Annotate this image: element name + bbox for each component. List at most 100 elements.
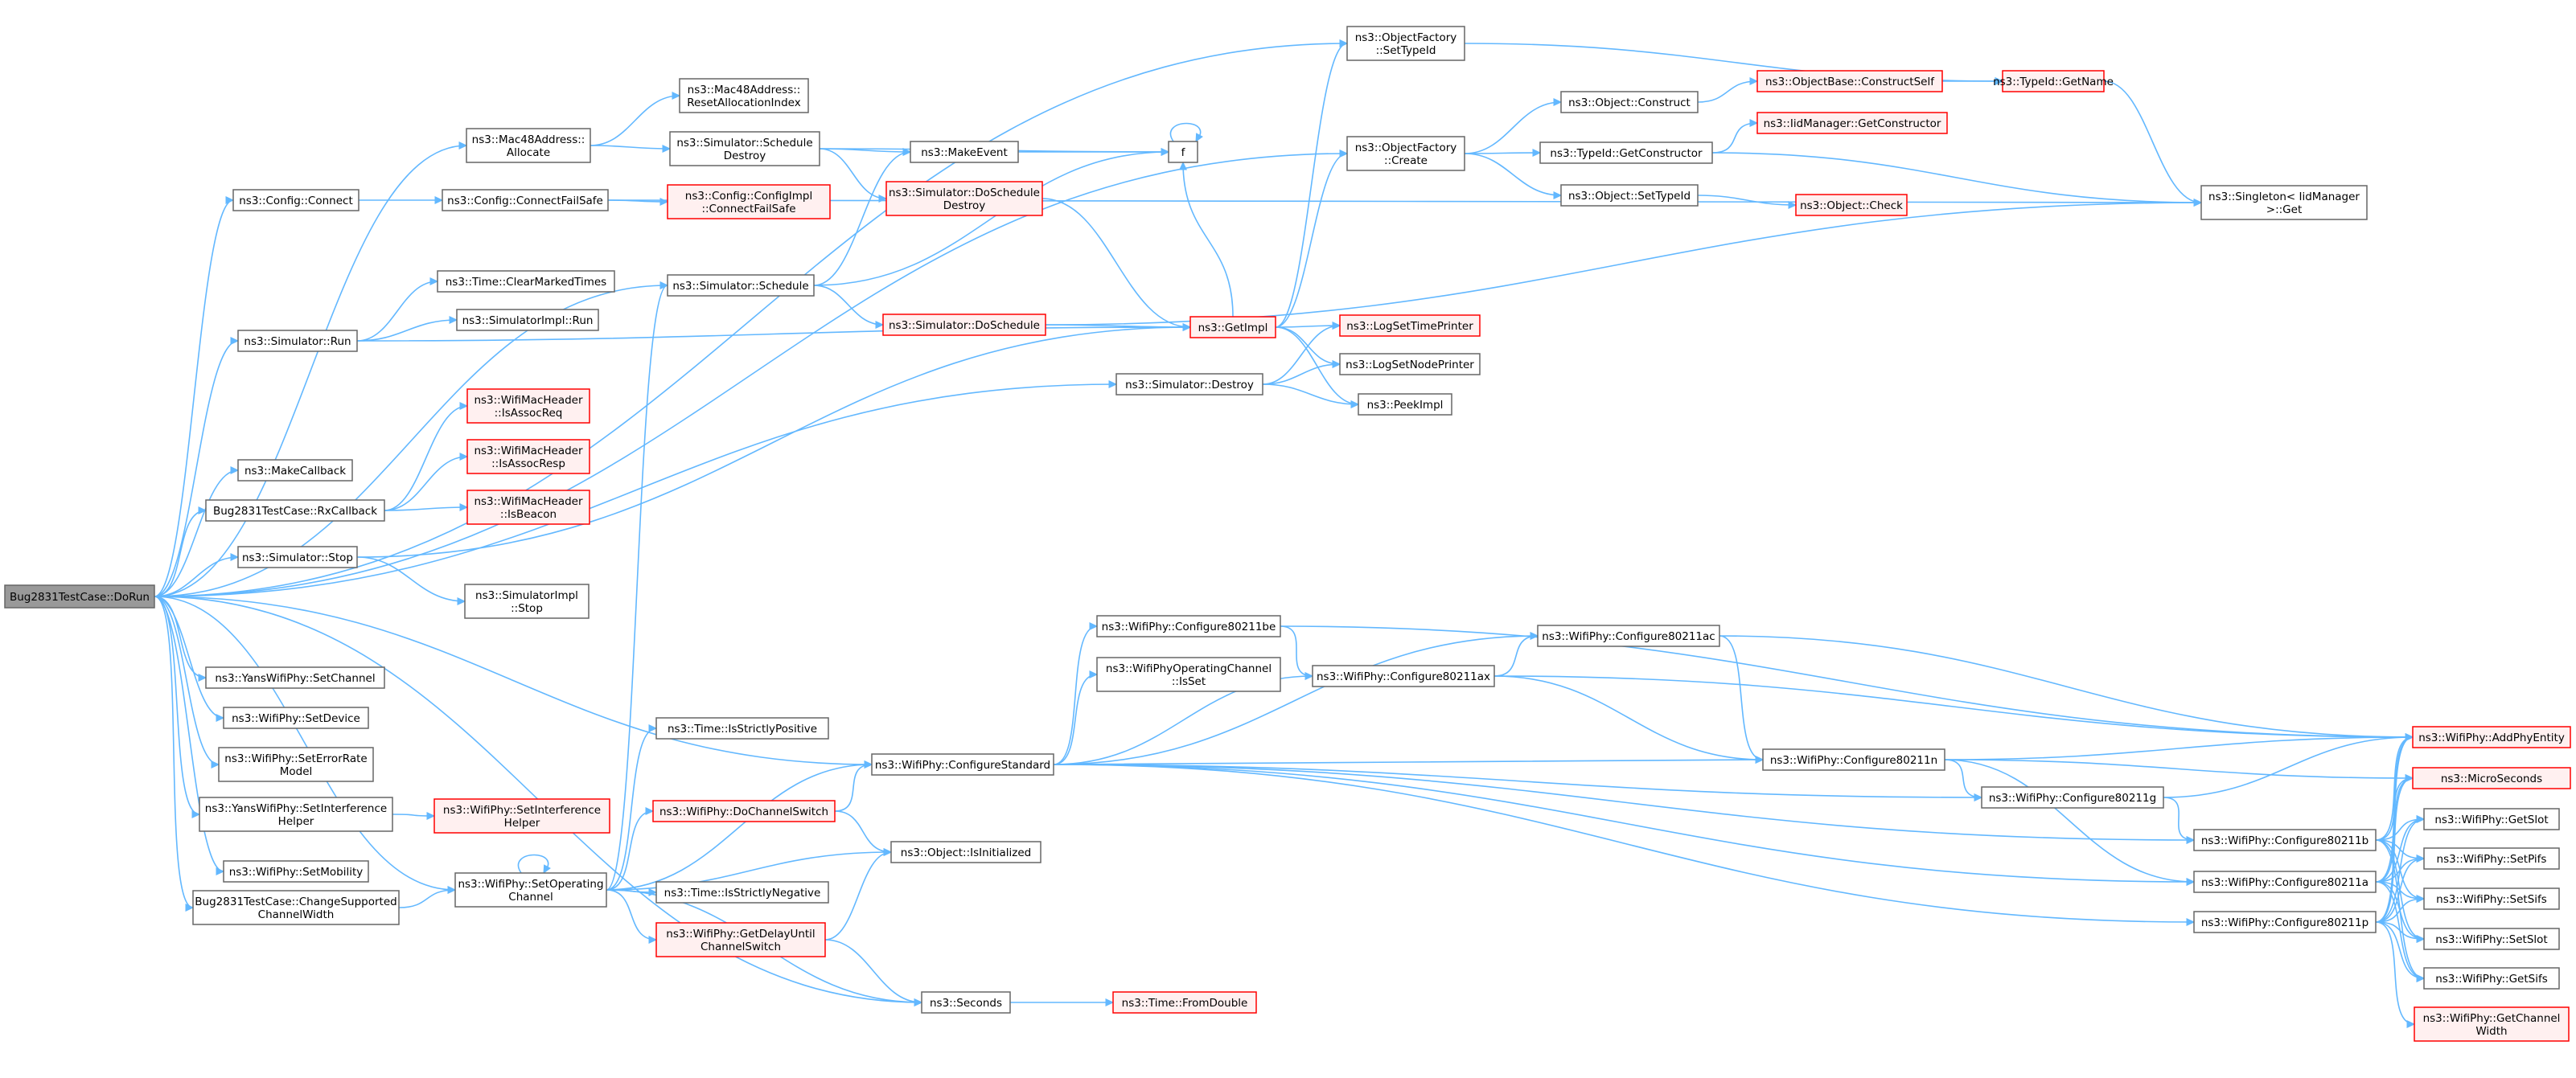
node-obj-check[interactable]: ns3::Object::Check xyxy=(1795,194,1908,216)
node-make-callback[interactable]: ns3::MakeCallback xyxy=(237,459,353,482)
node-sim-stop[interactable]: ns3::Simulator::Stop xyxy=(237,546,358,568)
node-time-clear[interactable]: ns3::Time::ClearMarkedTimes xyxy=(437,270,615,293)
node-wp-setsifs[interactable]: ns3::WifiPhy::SetSifs xyxy=(2423,887,2560,910)
node-box xyxy=(237,546,358,568)
edge-arrowhead xyxy=(1974,793,1983,801)
node-obj-construct[interactable]: ns3::Object::Construct xyxy=(1560,91,1699,113)
node-root[interactable]: Bug2831TestCase::DoRun xyxy=(4,584,155,609)
node-box xyxy=(2412,767,2571,789)
node-config-connectfailsafe[interactable]: ns3::Config::ConnectFailSafe xyxy=(442,189,609,211)
node-wp-setmobility[interactable]: ns3::WifiPhy::SetMobility xyxy=(223,860,369,883)
node-wp-getslot[interactable]: ns3::WifiPhy::GetSlot xyxy=(2423,808,2560,830)
node-wp-setpifs[interactable]: ns3::WifiPhy::SetPifs xyxy=(2423,847,2560,870)
node-label: ns3::WifiPhy::SetDevice xyxy=(232,712,360,725)
node-time-strictneg[interactable]: ns3::Time::IsStrictlyNegative xyxy=(655,881,829,904)
node-box xyxy=(1096,657,1281,692)
node-log-node[interactable]: ns3::LogSetNodePrinter xyxy=(1339,353,1481,375)
node-label: Bug2831TestCase::ChangeSupported xyxy=(195,896,396,908)
nodes-layer: Bug2831TestCase::DoRun ns3::ObjectFactory… xyxy=(4,26,2571,1042)
node-config-connect[interactable]: ns3::Config::Connect xyxy=(232,189,359,211)
node-wp-setslot[interactable]: ns3::WifiPhy::SetSlot xyxy=(2423,928,2560,950)
node-of-settypeid[interactable]: ns3::ObjectFactory::SetTypeId xyxy=(1346,26,1465,61)
node-wp-80211ax[interactable]: ns3::WifiPhy::Configure80211ax xyxy=(1312,665,1495,687)
node-seconds[interactable]: ns3::Seconds xyxy=(921,991,1011,1014)
node-sim-destroy[interactable]: ns3::Simulator::Destroy xyxy=(1115,373,1263,396)
node-simimpl-stop[interactable]: ns3::SimulatorImpl::Stop xyxy=(464,584,590,619)
node-yans-setchannel[interactable]: ns3::YansWifiPhy::SetChannel xyxy=(205,666,385,689)
node-mac48-alloc[interactable]: ns3::Mac48Address::Allocate xyxy=(466,128,591,163)
node-box xyxy=(667,184,831,219)
node-wp-getsifs[interactable]: ns3::WifiPhy::GetSifs xyxy=(2423,967,2560,990)
node-wp-80211b[interactable]: ns3::WifiPhy::Configure80211b xyxy=(2193,829,2377,851)
node-wp-80211ac[interactable]: ns3::WifiPhy::Configure80211ac xyxy=(1537,625,1720,647)
node-obj-settypeid[interactable]: ns3::Object::SetTypeId xyxy=(1560,184,1699,207)
call-edge xyxy=(1053,635,1539,765)
node-label: ns3::YansWifiPhy::SetChannel xyxy=(215,672,375,685)
node-sim-dosched[interactable]: ns3::Simulator::DoSchedule xyxy=(882,314,1046,336)
edge-arrowhead xyxy=(185,904,195,912)
call-edge xyxy=(384,506,468,511)
call-edge xyxy=(2163,797,2195,841)
node-wp-microsec[interactable]: ns3::MicroSeconds xyxy=(2412,767,2571,789)
node-wmh-assocreq[interactable]: ns3::WifiMacHeader::IsAssocReq xyxy=(466,388,590,424)
node-simimpl-run[interactable]: ns3::SimulatorImpl::Run xyxy=(456,309,599,331)
node-iid-getctor[interactable]: ns3::IidManager::GetConstructor xyxy=(1756,112,1948,134)
edge-arrowhead xyxy=(198,674,207,682)
call-edge xyxy=(2163,736,2414,798)
node-change-chwidth[interactable]: Bug2831TestCase::ChangeSupportedChannelW… xyxy=(192,890,400,925)
call-edge xyxy=(392,814,435,817)
node-wp-dochsw[interactable]: ns3::WifiPhy::DoChannelSwitch xyxy=(652,800,836,822)
node-label: ChannelWidth xyxy=(258,908,335,921)
node-wmh-beacon[interactable]: ns3::WifiMacHeader::IsBeacon xyxy=(466,490,590,525)
node-wp-80211be[interactable]: ns3::WifiPhy::Configure80211be xyxy=(1096,615,1281,637)
node-label: ns3::ObjectBase::ConstructSelf xyxy=(1765,76,1935,88)
edge-arrowhead xyxy=(659,281,669,289)
node-f[interactable]: f xyxy=(1168,141,1198,163)
node-peekimpl[interactable]: ns3::PeekImpl xyxy=(1358,393,1452,416)
call-edge xyxy=(1944,759,2195,883)
node-mac48-reset[interactable]: ns3::Mac48Address::ResetAllocationIndex xyxy=(679,78,809,113)
node-wmh-assocresp[interactable]: ns3::WifiMacHeader::IsAssocResp xyxy=(466,439,590,474)
node-label: ns3::WifiPhy::Configure80211ax xyxy=(1317,670,1490,683)
node-rx-callback[interactable]: Bug2831TestCase::RxCallback xyxy=(205,499,385,522)
node-box xyxy=(871,753,1054,776)
node-wp-80211a[interactable]: ns3::WifiPhy::Configure80211a xyxy=(2193,871,2377,893)
node-label: ns3::WifiPhy::SetErrorRate xyxy=(224,752,367,765)
node-wp-80211n[interactable]: ns3::WifiPhy::Configure80211n xyxy=(1762,748,1945,771)
edge-arrowhead xyxy=(2416,855,2426,863)
node-wp-setdevice[interactable]: ns3::WifiPhy::SetDevice xyxy=(223,707,369,729)
node-configimpl-cfs[interactable]: ns3::Config::ConfigImpl::ConnectFailSafe xyxy=(667,184,831,219)
node-getimpl[interactable]: ns3::GetImpl xyxy=(1189,316,1276,338)
node-box xyxy=(433,798,610,834)
node-box xyxy=(2423,928,2560,950)
edge-arrowhead xyxy=(672,92,681,100)
node-typeid-getctor[interactable]: ns3::TypeId::GetConstructor xyxy=(1539,141,1713,164)
node-wp-configstd[interactable]: ns3::WifiPhy::ConfigureStandard xyxy=(871,753,1054,776)
edge-arrowhead xyxy=(2405,774,2414,782)
node-wpoc-isset[interactable]: ns3::WifiPhyOperatingChannel::IsSet xyxy=(1096,657,1281,692)
node-log-time[interactable]: ns3::LogSetTimePrinter xyxy=(1339,314,1481,337)
edge-arrowhead xyxy=(1532,149,1542,157)
node-wp-80211p[interactable]: ns3::WifiPhy::Configure80211p xyxy=(2193,911,2377,933)
node-wp-80211g[interactable]: ns3::WifiPhy::Configure80211g xyxy=(1981,786,2164,809)
edge-arrowhead xyxy=(875,321,885,329)
node-of-create[interactable]: ns3::ObjectFactory::Create xyxy=(1346,136,1465,171)
node-obj-isinit[interactable]: ns3::Object::IsInitialized xyxy=(890,841,1041,863)
node-make-event[interactable]: ns3::MakeEvent xyxy=(910,141,1019,163)
node-objbase-construct[interactable]: ns3::ObjectBase::ConstructSelf xyxy=(1756,70,1943,92)
node-time-strictpos[interactable]: ns3::Time::IsStrictlyPositive xyxy=(655,717,829,740)
node-singleton-get[interactable]: ns3::Singleton< IidManager >::Get xyxy=(2200,185,2368,220)
node-wp-addphy[interactable]: ns3::WifiPhy::AddPhyEntity xyxy=(2412,726,2571,748)
node-typeid-getname[interactable]: ns3::TypeId::GetName xyxy=(1993,70,2114,92)
node-sim-run[interactable]: ns3::Simulator::Run xyxy=(237,330,358,352)
node-time-fromdouble[interactable]: ns3::Time::FromDouble xyxy=(1112,991,1257,1014)
node-sim-schedule[interactable]: ns3::Simulator::Schedule xyxy=(667,274,815,297)
